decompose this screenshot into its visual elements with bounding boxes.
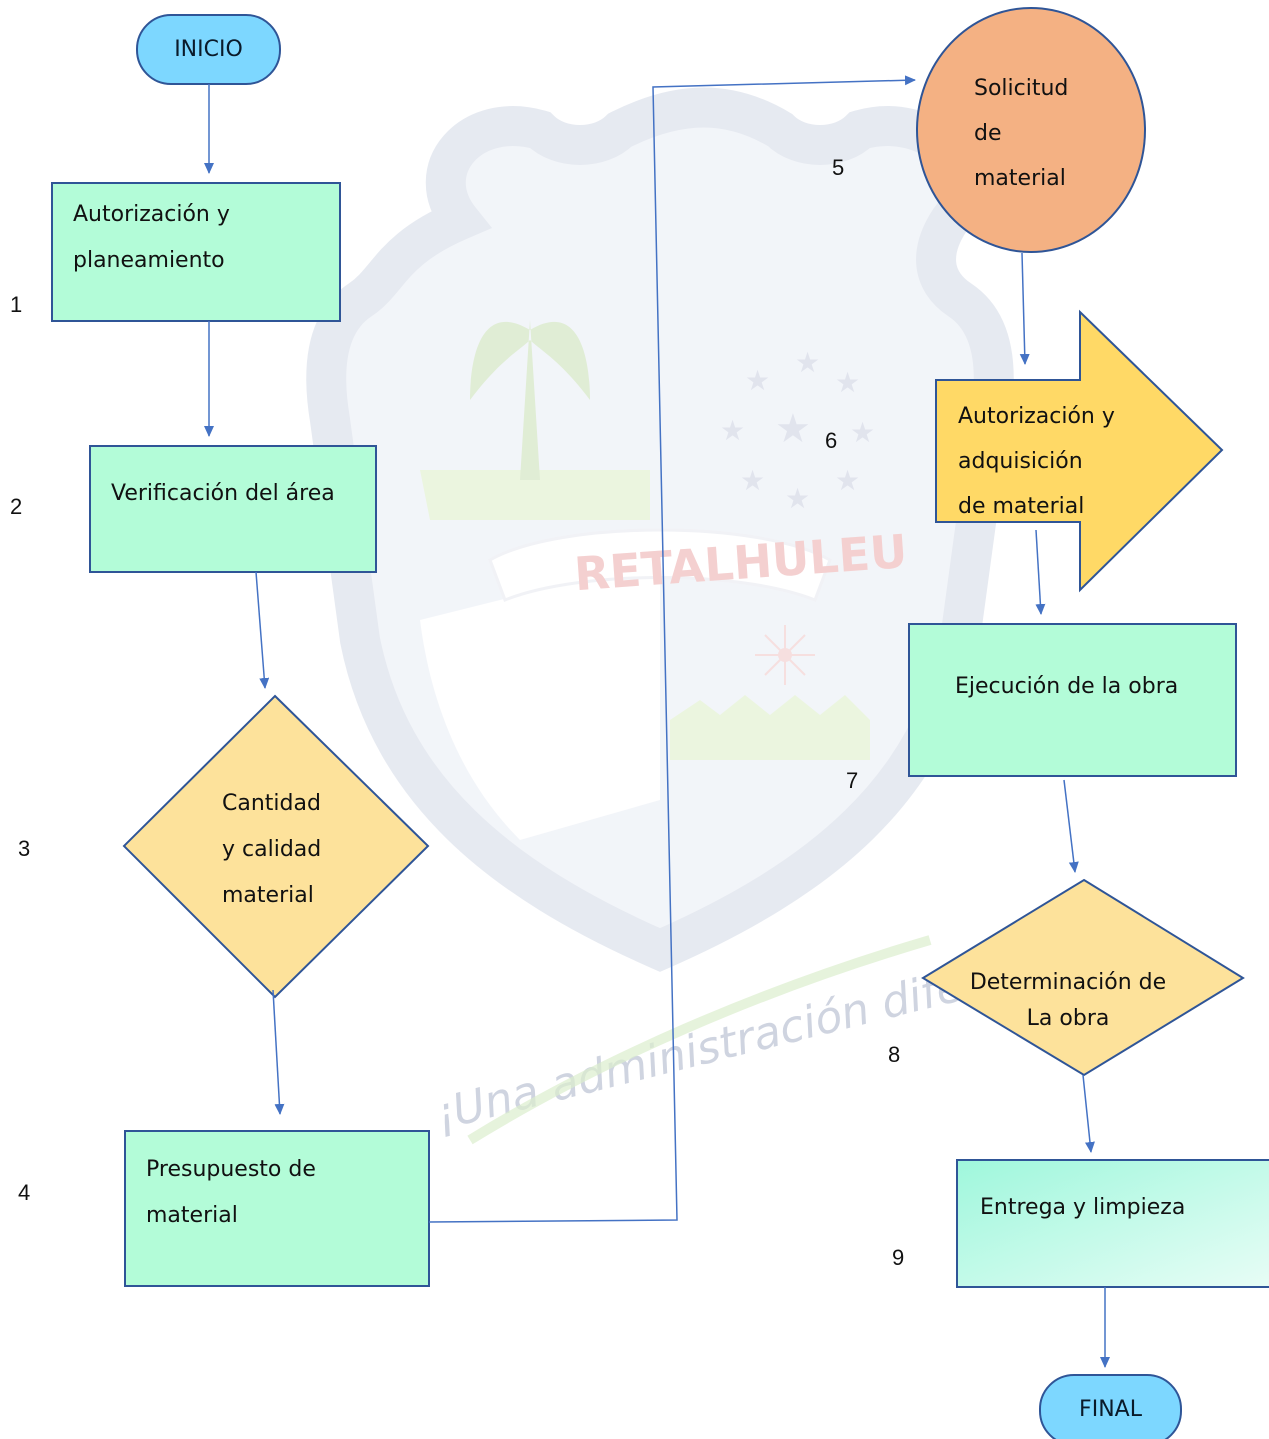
watermark-field-green (420, 470, 650, 520)
connector-solicitud-to-adquisicion (1019, 252, 1030, 365)
step-solicitud-line-2: de (974, 121, 1002, 146)
step-entrega-label: Entrega y limpieza (980, 1195, 1186, 1220)
step-autorizacion-line-1: Autorización y (73, 202, 230, 227)
svg-text:★: ★ (835, 366, 860, 399)
step-number-5: 5 (832, 155, 845, 180)
svg-text:★: ★ (785, 482, 810, 515)
watermark-sun-icon (755, 625, 815, 685)
step-cantidad-line-3: material (222, 883, 314, 908)
end-terminal (1039, 1374, 1182, 1439)
step-ejecucion-box (908, 623, 1237, 777)
svg-text:★: ★ (835, 464, 860, 497)
step-presupuesto-line-2: material (146, 1203, 238, 1228)
step-entrega-box (956, 1159, 1269, 1288)
step-determinacion-line-2: La obra (1026, 1006, 1110, 1031)
svg-text:★: ★ (795, 346, 820, 379)
step-autorizacion-box (51, 182, 341, 322)
svg-text:★: ★ (720, 414, 745, 447)
connector-adquisicion-to-ejecucion (1035, 529, 1046, 615)
step-adquisicion-line-2: adquisición (958, 449, 1083, 474)
watermark-ribbon (488, 528, 832, 602)
step-presupuesto-line-1: Presupuesto de (146, 1157, 316, 1182)
start-terminal-label: INICIO (174, 37, 243, 62)
step-solicitud-line-3: material (974, 166, 1066, 191)
step-determinacion-label: Determinación de La obra (948, 965, 1188, 1037)
step-presupuesto-label: Presupuesto de material (146, 1147, 316, 1239)
svg-text:★: ★ (745, 364, 770, 397)
connector-ejecucion-to-determinacion (1063, 779, 1079, 873)
step-adquisicion-line-3: de material (958, 494, 1085, 518)
step-adquisicion-arrow (935, 309, 1224, 593)
step-cantidad-line-1: Cantidad (222, 791, 321, 816)
step-autorizacion-line-2: planeamiento (73, 248, 225, 273)
step-number-6: 6 (825, 428, 838, 453)
connector-verificacion-to-cantidad (255, 571, 270, 689)
watermark-shield: ★ ★ ★ ★ ★ ★ ★ ★ ★ (306, 87, 1014, 972)
step-number-1: 1 (10, 292, 23, 317)
step-ejecucion-label: Ejecución de la obra (955, 674, 1179, 699)
step-cantidad-line-2: y calidad (222, 837, 322, 862)
step-presupuesto-box (124, 1130, 430, 1287)
step-number-9: 9 (892, 1245, 905, 1270)
step-autorizacion-label: Autorización y planeamiento (73, 192, 230, 284)
step-number-2: 2 (10, 494, 23, 519)
step-number-7: 7 (846, 768, 859, 793)
connector-cantidad-to-presupuesto (272, 989, 285, 1115)
step-adquisicion-label: Autorización y adquisición de material (958, 394, 1115, 518)
watermark-slogan-underline (467, 935, 932, 1145)
step-number-8: 8 (888, 1042, 901, 1067)
svg-text:★: ★ (775, 406, 811, 452)
watermark-mountains-icon (670, 695, 870, 760)
step-determinacion-diamond (921, 878, 1245, 1077)
step-solicitud-label: Solicitud de material (974, 66, 1068, 201)
svg-text:★: ★ (850, 416, 875, 449)
step-cantidad-label: Cantidad y calidad material (222, 781, 321, 919)
connector-determinacion-to-entrega (1082, 1074, 1095, 1153)
watermark-palm-icon (470, 320, 590, 480)
step-adquisicion-line-1: Autorización y (958, 404, 1115, 429)
step-verificacion-box (89, 445, 377, 573)
step-verificacion-label: Verificación del área (111, 481, 335, 506)
step-cantidad-diamond (122, 694, 430, 999)
step-solicitud-circle (916, 7, 1146, 253)
step-number-4: 4 (18, 1180, 31, 1205)
step-determinacion-line-1: Determinación de (969, 970, 1167, 995)
end-terminal-label: FINAL (1079, 1397, 1142, 1422)
connector-presupuesto-to-solicitud (428, 75, 916, 1223)
watermark-diagonal-band (420, 560, 660, 840)
step-number-3: 3 (18, 836, 31, 861)
svg-text:★: ★ (740, 464, 765, 497)
step-solicitud-line-1: Solicitud (974, 76, 1069, 101)
watermark-stars-icon: ★ ★ ★ ★ ★ ★ ★ ★ ★ (720, 346, 875, 515)
